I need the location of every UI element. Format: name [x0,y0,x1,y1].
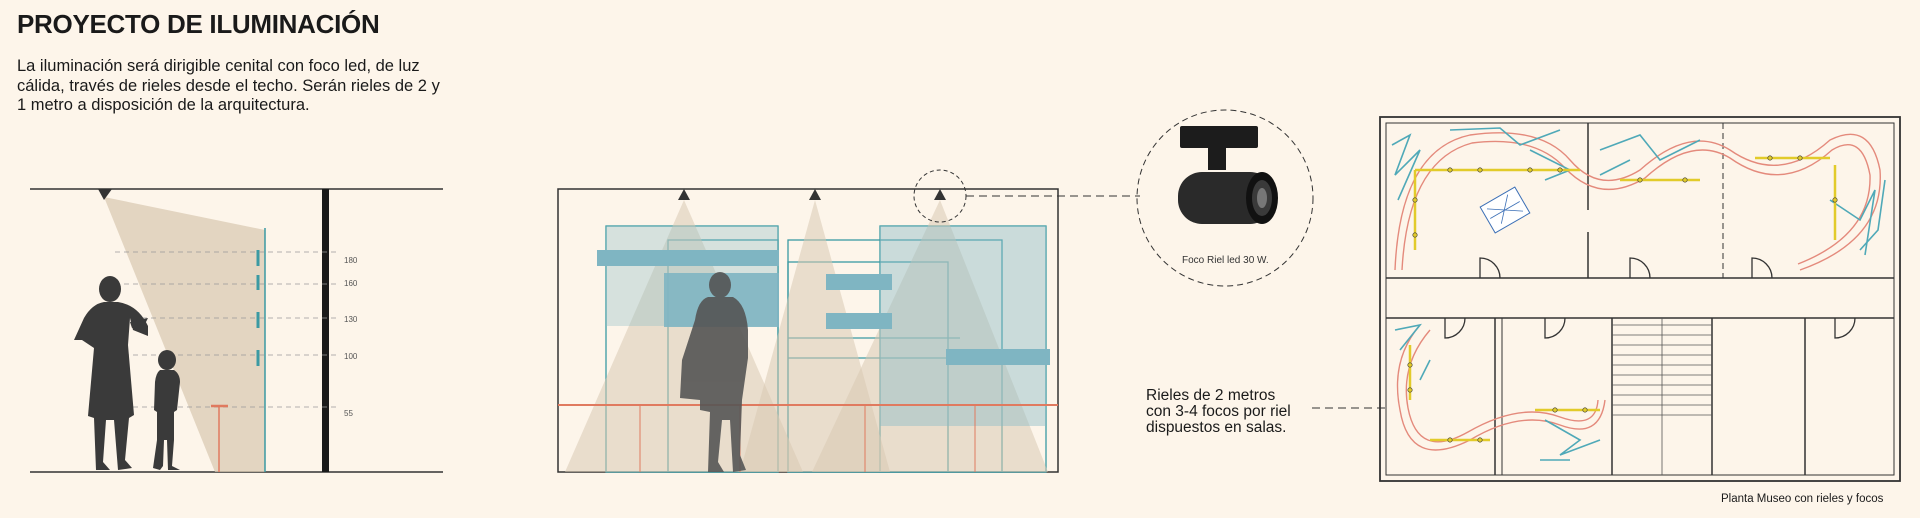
floor-plan-caption: Planta Museo con rieles y focos [1721,493,1884,505]
section-view: 180 160 130 100 55 [30,188,443,473]
elevation-view [557,169,1140,473]
rails-note-line-2: con 3-4 focos por riel [1146,403,1291,420]
spotlight-icon [98,189,112,200]
height-mark-130: 130 [344,315,358,324]
spotlight-detail: Foco Riel led 30 W. [1136,109,1314,287]
display-panel [826,313,892,329]
display-panel [597,250,779,266]
rails-note-line-1: Rieles de 2 metros [1146,387,1275,404]
rails-note-line-3: dispuestos en salas. [1146,419,1286,436]
display-panel [826,274,892,290]
map-artwork-icon [1479,186,1531,234]
spotlight-icon [809,189,821,200]
height-mark-160: 160 [344,279,358,288]
spotlight-caption: Foco Riel led 30 W. [1182,255,1269,266]
light-rails [1408,156,1837,442]
height-mark-180: 180 [344,256,358,265]
page-title: PROYECTO DE ILUMINACIÓN [17,9,380,39]
height-mark-55: 55 [344,409,353,418]
height-mark-100: 100 [344,352,358,361]
spotlight-icon [934,189,946,200]
adult-silhouette [74,276,148,470]
child-silhouette [153,350,180,470]
rails-note: Rieles de 2 metros con 3-4 focos por rie… [1146,387,1390,436]
display-panel [946,349,1050,365]
visitor-silhouette [680,272,748,472]
light-cone [104,197,265,472]
intro-paragraph: La iluminación será dirigible cenital co… [17,57,440,114]
floor-plan: Planta Museo con rieles y focos [1379,116,1901,505]
wall [322,189,329,472]
spotlight-icon [678,189,690,200]
